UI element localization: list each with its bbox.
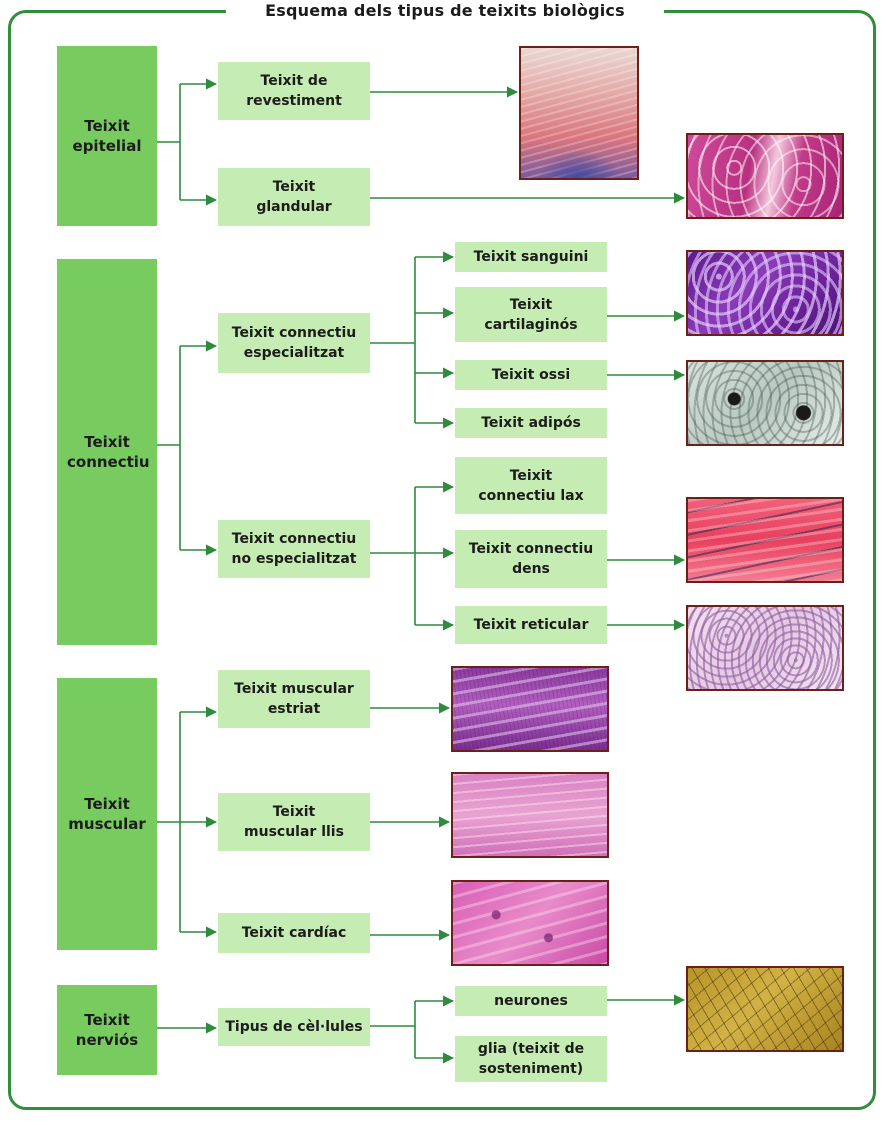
- node-llis: Teixit muscular llis: [218, 793, 370, 851]
- diagram-title: Esquema dels tipus de teixits biològics: [226, 0, 664, 22]
- category-muscular-label: Teixit muscular: [68, 795, 146, 833]
- category-epitelial-label: Teixit epitelial: [72, 117, 142, 155]
- node-tipus-cellules: Tipus de cèl·lules: [218, 1008, 370, 1046]
- node-ossi: Teixit ossi: [455, 360, 607, 390]
- node-sanguini: Teixit sanguini: [455, 242, 607, 272]
- category-muscular: Teixit muscular: [57, 678, 157, 950]
- micrograph-glandular: [686, 133, 844, 219]
- micrograph-cartilaginos: [686, 250, 844, 336]
- micrograph-reticular: [686, 605, 844, 691]
- node-neurones: neurones: [455, 986, 607, 1016]
- node-estriat: Teixit muscular estriat: [218, 670, 370, 728]
- micrograph-revestiment: [519, 46, 639, 180]
- category-connectiu-label: Teixit connectiu: [67, 433, 150, 471]
- node-especialitzat: Teixit connectiu especialitzat: [218, 313, 370, 373]
- node-cartilaginos: Teixit cartilaginós: [455, 287, 607, 342]
- node-cardiac: Teixit cardíac: [218, 913, 370, 953]
- node-glia: glia (teixit de sosteniment): [455, 1036, 607, 1082]
- node-lax: Teixit connectiu lax: [455, 457, 607, 514]
- micrograph-neurones: [686, 966, 844, 1052]
- node-revestiment: Teixit de revestiment: [218, 62, 370, 120]
- category-connectiu: Teixit connectiu: [57, 259, 157, 645]
- node-glandular: Teixit glandular: [218, 168, 370, 226]
- category-epitelial: Teixit epitelial: [57, 46, 157, 226]
- node-no-especialitzat: Teixit connectiu no especialitzat: [218, 520, 370, 578]
- micrograph-dens: [686, 497, 844, 583]
- micrograph-cardiac: [451, 880, 609, 966]
- category-nervios: Teixit nerviós: [57, 985, 157, 1075]
- micrograph-estriat: [451, 666, 609, 752]
- micrograph-llis: [451, 772, 609, 858]
- node-adipos: Teixit adipós: [455, 408, 607, 438]
- micrograph-ossi: [686, 360, 844, 446]
- node-dens: Teixit connectiu dens: [455, 530, 607, 588]
- category-nervios-label: Teixit nerviós: [75, 1011, 139, 1049]
- node-reticular: Teixit reticular: [455, 606, 607, 644]
